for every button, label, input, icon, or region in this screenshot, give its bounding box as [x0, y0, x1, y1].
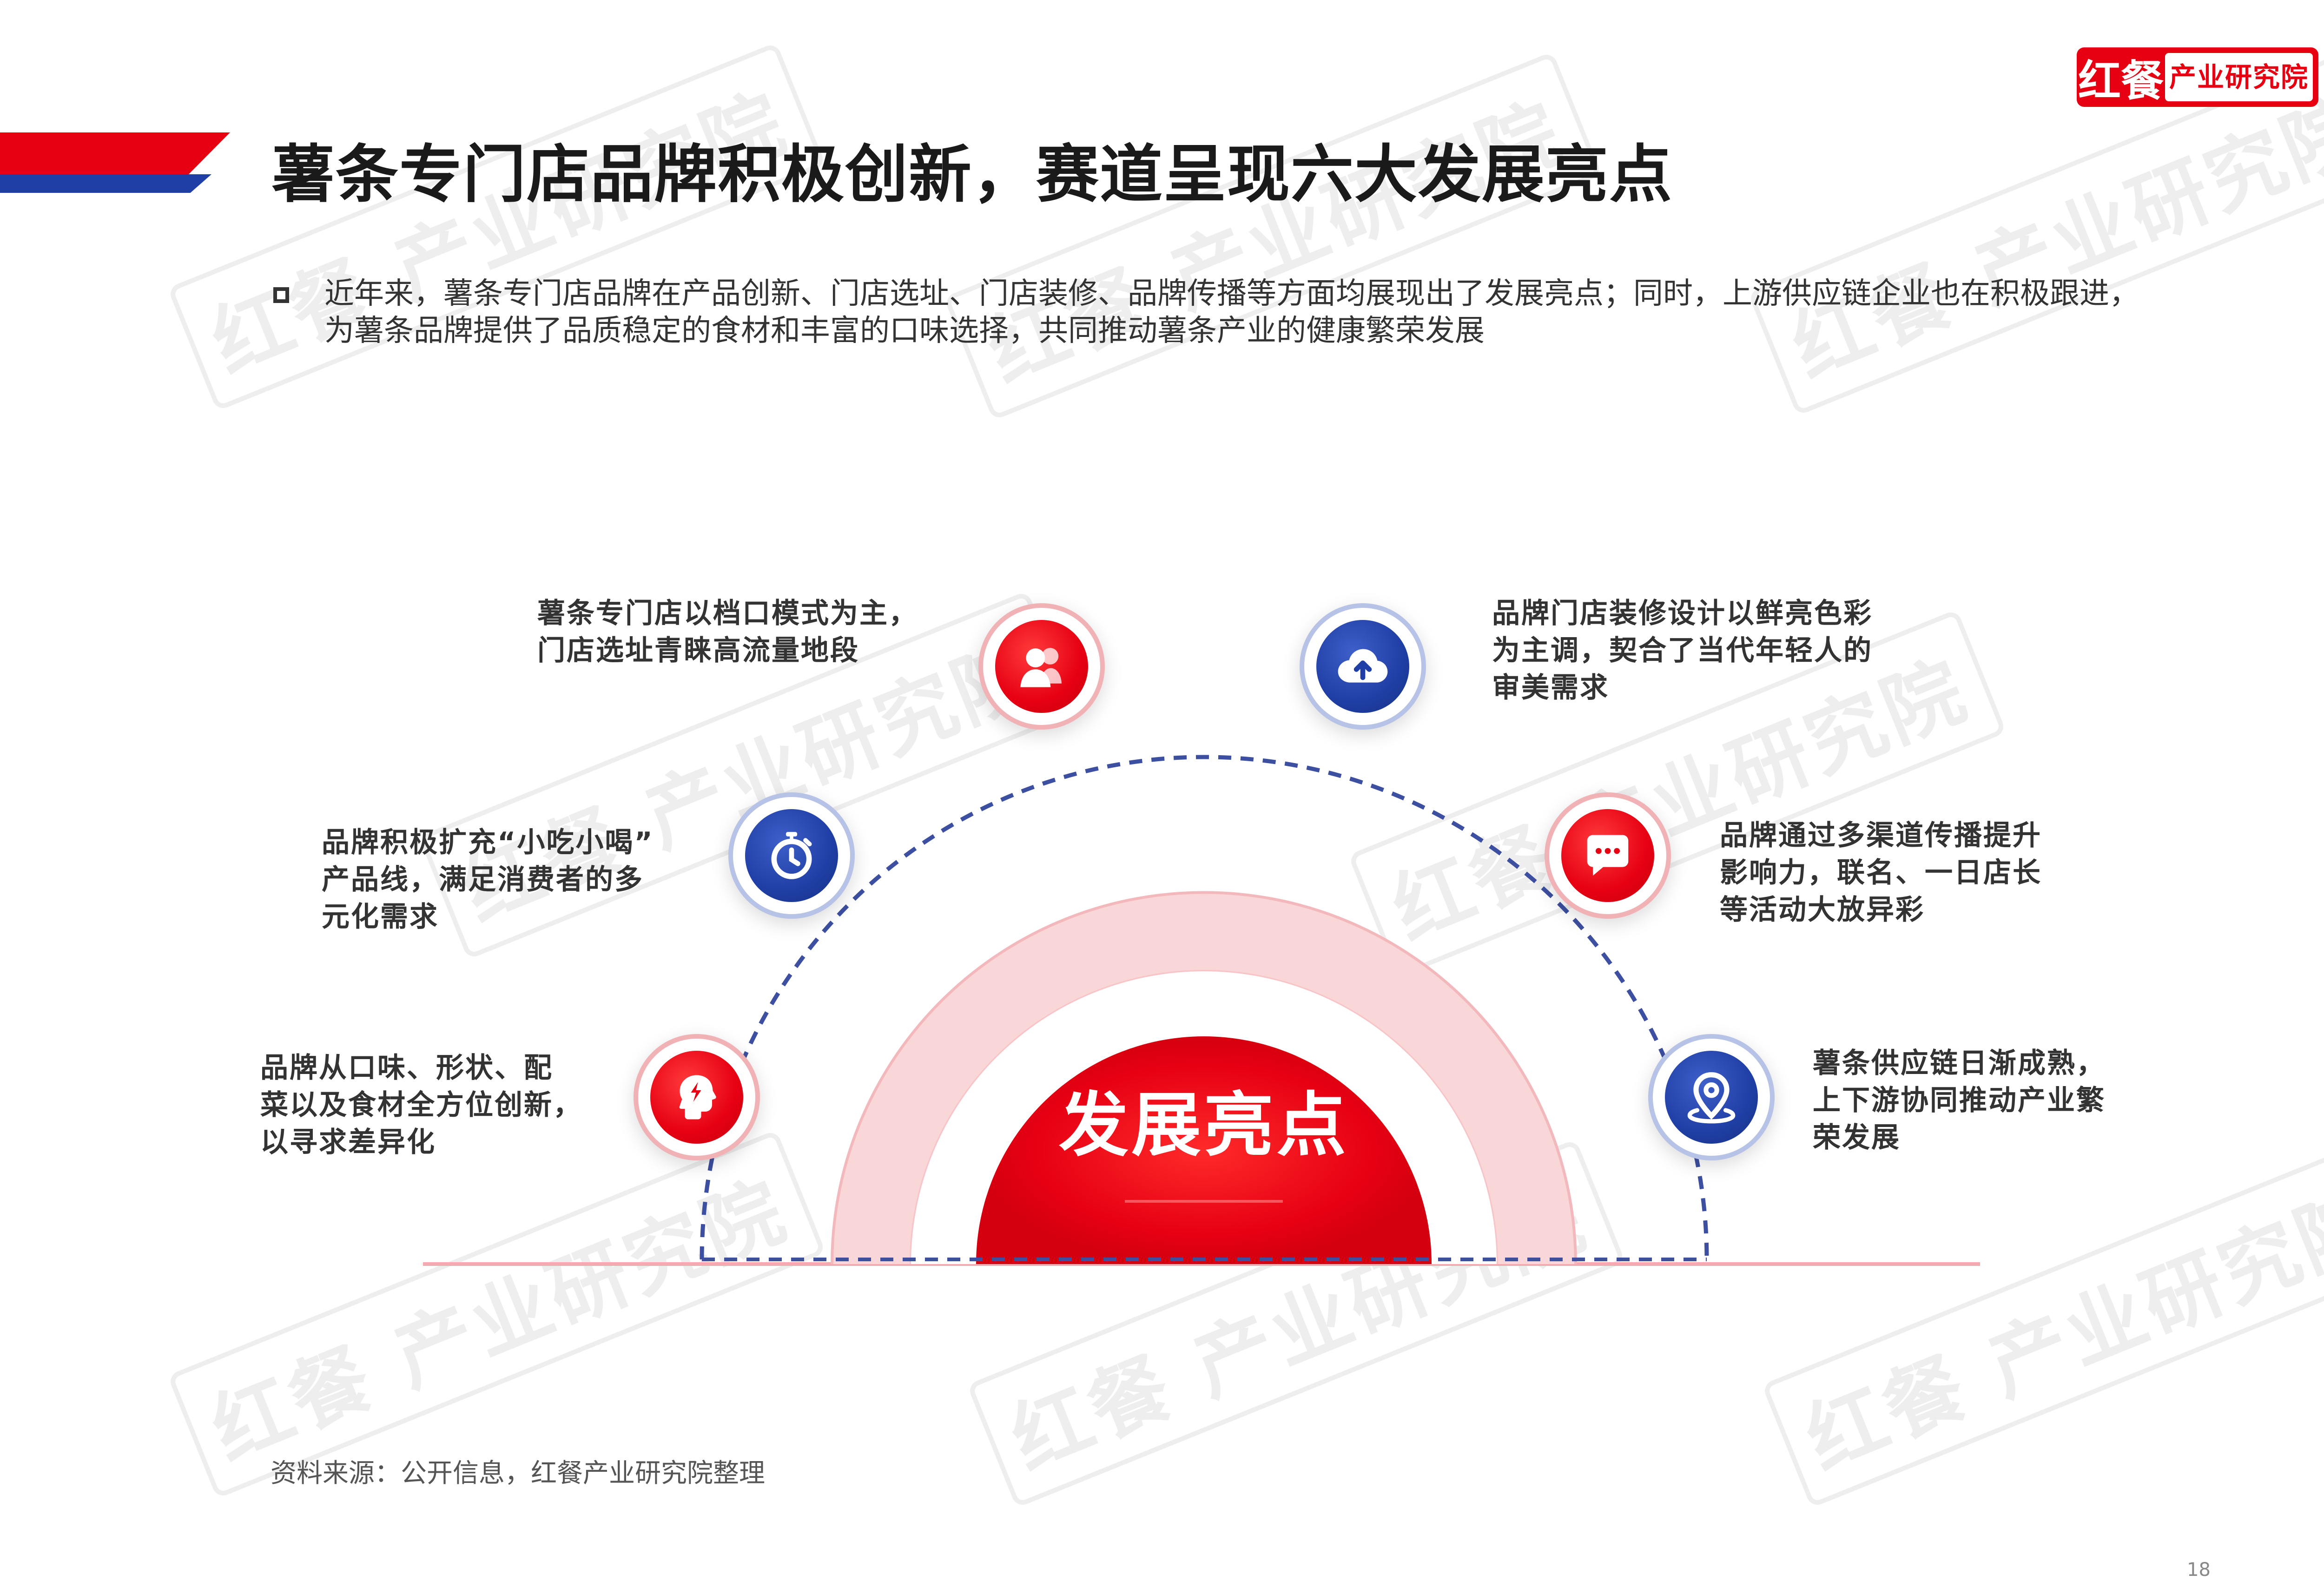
label-line: 上下游协同推动产业繁: [1813, 1084, 2106, 1117]
cloud-upload-icon: [1338, 649, 1388, 683]
outer-ring: [832, 892, 1576, 1264]
highlight-label-6: 薯条供应链日渐成熟， 上下游协同推动产业繁 荣发展: [1813, 1045, 2106, 1156]
highlight-node-1: [634, 1034, 760, 1160]
highlight-node-2: [728, 792, 855, 919]
highlight-node-4: [1300, 603, 1426, 730]
label-line: 菜以及食材全方位创新，: [260, 1089, 582, 1121]
logo-text: 产业研究院: [2165, 53, 2313, 101]
highlight-label-1: 品牌从口味、形状、配 菜以及食材全方位创新， 以寻求差异化: [260, 1049, 582, 1161]
page-number: 18: [2187, 1559, 2211, 1581]
page-title: 薯条专门店品牌积极创新，赛道呈现六大发展亮点: [272, 138, 1673, 211]
title-accent-red: [0, 132, 230, 174]
bullet-square-icon: [273, 287, 289, 303]
dashed-arc: [700, 755, 1709, 1260]
label-line: 以寻求差异化: [260, 1126, 436, 1159]
location-pin-icon: [1687, 1072, 1736, 1124]
highlight-label-4: 品牌门店装修设计以鲜亮色彩 为主调，契合了当代年轻人的 审美需求: [1492, 595, 1873, 706]
label-line: 品牌从口味、形状、配: [260, 1052, 553, 1084]
highlight-node-5: [1545, 792, 1671, 919]
label-line: 影响力，联名、一日店长: [1720, 856, 2042, 889]
source-note: 资料来源：公开信息，红餐产业研究院整理: [271, 1458, 765, 1489]
label-line: 审美需求: [1492, 672, 1609, 704]
label-line: 品牌通过多渠道传播提升: [1720, 819, 2042, 852]
label-line: 品牌门店装修设计以鲜亮色彩: [1492, 597, 1873, 630]
label-line: 品牌积极扩充“小吃小喝”: [322, 826, 654, 859]
label-line: 产品线，满足消费者的多: [322, 863, 644, 896]
center-core: [976, 1036, 1432, 1264]
label-line: 薯条供应链日渐成熟，: [1813, 1047, 2106, 1080]
label-line: 元化需求: [322, 901, 439, 933]
logo-mark: 红餐: [2078, 56, 2164, 106]
highlight-node-3: [978, 603, 1105, 730]
label-line: 荣发展: [1813, 1121, 1901, 1154]
highlight-node-6: [1648, 1034, 1775, 1160]
highlight-label-5: 品牌通过多渠道传播提升 影响力，联名、一日店长 等活动大放异彩: [1720, 817, 2042, 929]
stopwatch-icon: [771, 832, 812, 879]
highlight-label-3: 薯条专门店以档口模式为主， 门店选址青睐高流量地段: [537, 595, 918, 669]
center-title: 发展亮点: [1058, 1085, 1349, 1166]
highlight-label-2: 品牌积极扩充“小吃小喝” 产品线，满足消费者的多 元化需求: [322, 824, 654, 935]
brand-logo: 红餐 产业研究院: [2077, 47, 2318, 107]
chat-bubble-icon: [1587, 835, 1629, 876]
title-accent-blue: [0, 174, 211, 193]
label-line: 为主调，契合了当代年轻人的: [1492, 634, 1873, 667]
lightbulb-head-icon: [679, 1075, 716, 1120]
label-line: 门店选址青睐高流量地段: [537, 634, 859, 667]
intro-paragraph: 近年来，薯条专门店品牌在产品创新、门店选址、门店装修、品牌传播等方面均展现出了发…: [324, 277, 2139, 348]
users-icon: [1020, 648, 1062, 687]
label-line: 薯条专门店以档口模式为主，: [537, 597, 918, 630]
label-line: 等活动大放异彩: [1720, 894, 1925, 926]
